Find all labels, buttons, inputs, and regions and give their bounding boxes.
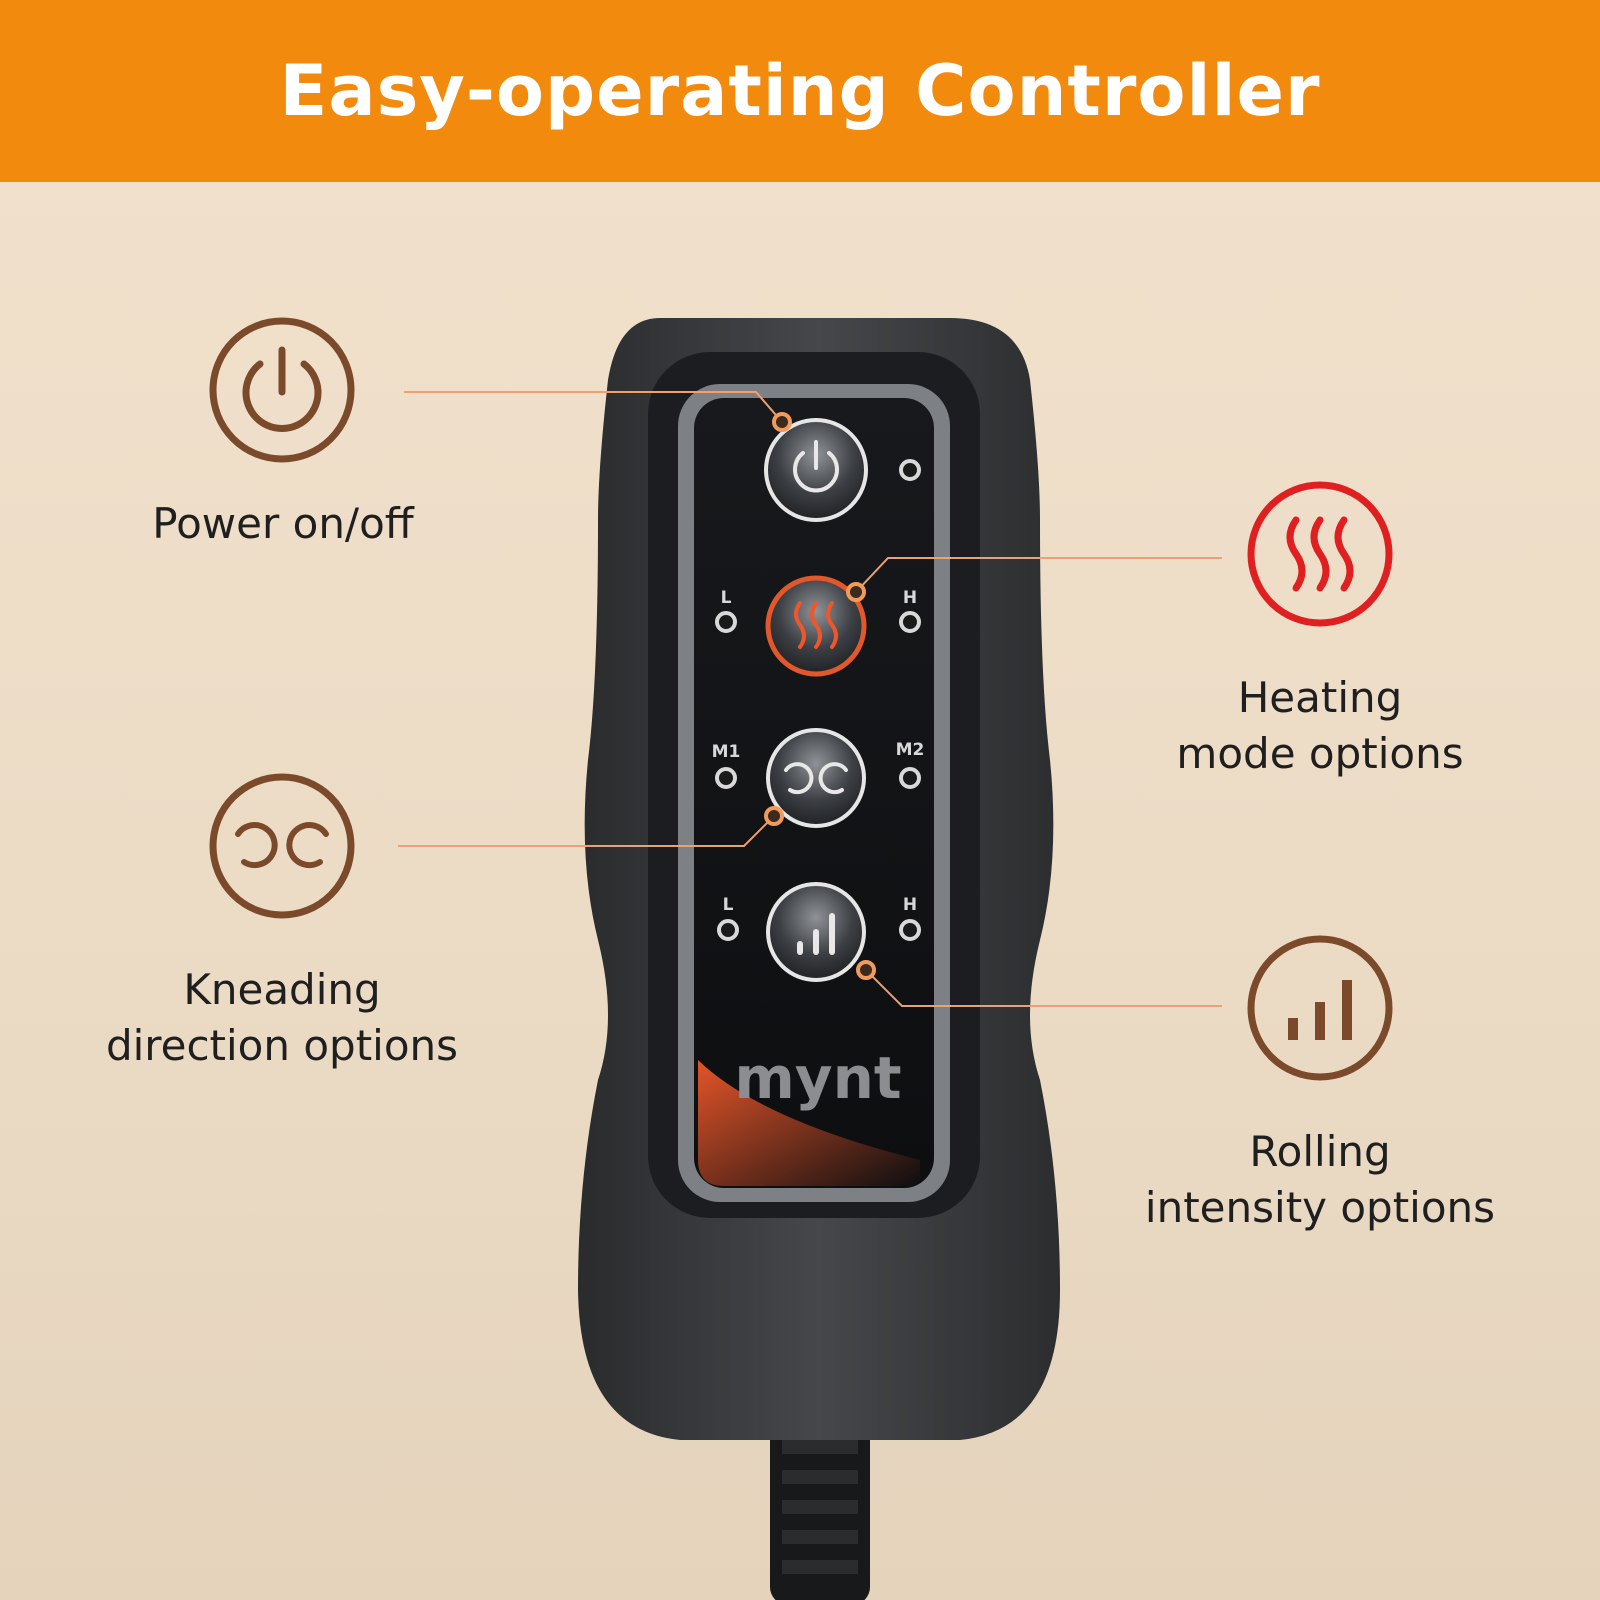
roll-low-label: L: [723, 895, 734, 915]
power-icon: [793, 440, 839, 493]
kneading-direction-icon: [784, 762, 848, 795]
power-label-text: Power on/off: [152, 499, 414, 548]
signal-bars-icon: [797, 913, 835, 955]
knead-m2-label: M2: [896, 740, 925, 760]
feature-kneading-icon: [209, 773, 355, 919]
heat-low-label: L: [721, 588, 732, 608]
rolling-button[interactable]: [766, 882, 866, 982]
header-banner: Easy-operating Controller: [0, 0, 1600, 182]
power-indicator-led: [899, 459, 921, 481]
rolling-label-line1: Rolling: [1249, 1127, 1391, 1176]
feature-power-icon: [209, 317, 355, 463]
roll-low-led: [717, 919, 739, 941]
callout-kneading: [398, 815, 775, 847]
rolling-label-line2: intensity options: [1144, 1183, 1496, 1232]
power-button[interactable]: [764, 418, 868, 522]
callout-lines: [398, 391, 1222, 1007]
heating-button[interactable]: [765, 575, 867, 677]
knead-m1-led: [715, 767, 737, 789]
kneading-label-line2: direction options: [105, 1021, 459, 1070]
orange-dot-flare: [698, 1060, 920, 1186]
page-title: Easy-operating Controller: [279, 50, 1321, 132]
roll-high-label: H: [903, 895, 917, 915]
callout-rolling: [865, 969, 1222, 1007]
roll-high-led: [899, 919, 921, 941]
kneading-label-line1: Kneading: [183, 965, 381, 1014]
power-feature-label: Power on/off: [100, 496, 466, 552]
callout-heating: [855, 557, 1222, 593]
knead-m1-label: M1: [712, 742, 741, 762]
callout-power: [404, 391, 783, 423]
heat-low-led: [715, 611, 737, 633]
heating-label-line1: Heating: [1237, 673, 1403, 722]
heat-high-label: H: [903, 588, 917, 608]
feature-heating-icon: [1247, 481, 1393, 627]
callout-dots: [764, 412, 876, 980]
heat-waves-icon: [1286, 516, 1354, 592]
feature-rolling-icon: [1247, 935, 1393, 1081]
rolling-feature-label: Rolling intensity options: [1120, 1124, 1520, 1236]
power-icon: [242, 346, 322, 432]
heat-high-led: [899, 611, 921, 633]
brand-logo: mynt: [734, 1044, 901, 1112]
signal-bars-icon: [1288, 980, 1352, 1040]
heating-feature-label: Heating mode options: [1120, 670, 1520, 782]
kneading-feature-label: Kneading direction options: [70, 962, 494, 1074]
heating-label-line2: mode options: [1176, 729, 1464, 778]
kneading-direction-icon: [235, 822, 329, 869]
controller-cable: [770, 1420, 870, 1600]
knead-m2-led: [899, 767, 921, 789]
kneading-button[interactable]: [766, 728, 866, 828]
heat-waves-icon: [794, 601, 838, 649]
